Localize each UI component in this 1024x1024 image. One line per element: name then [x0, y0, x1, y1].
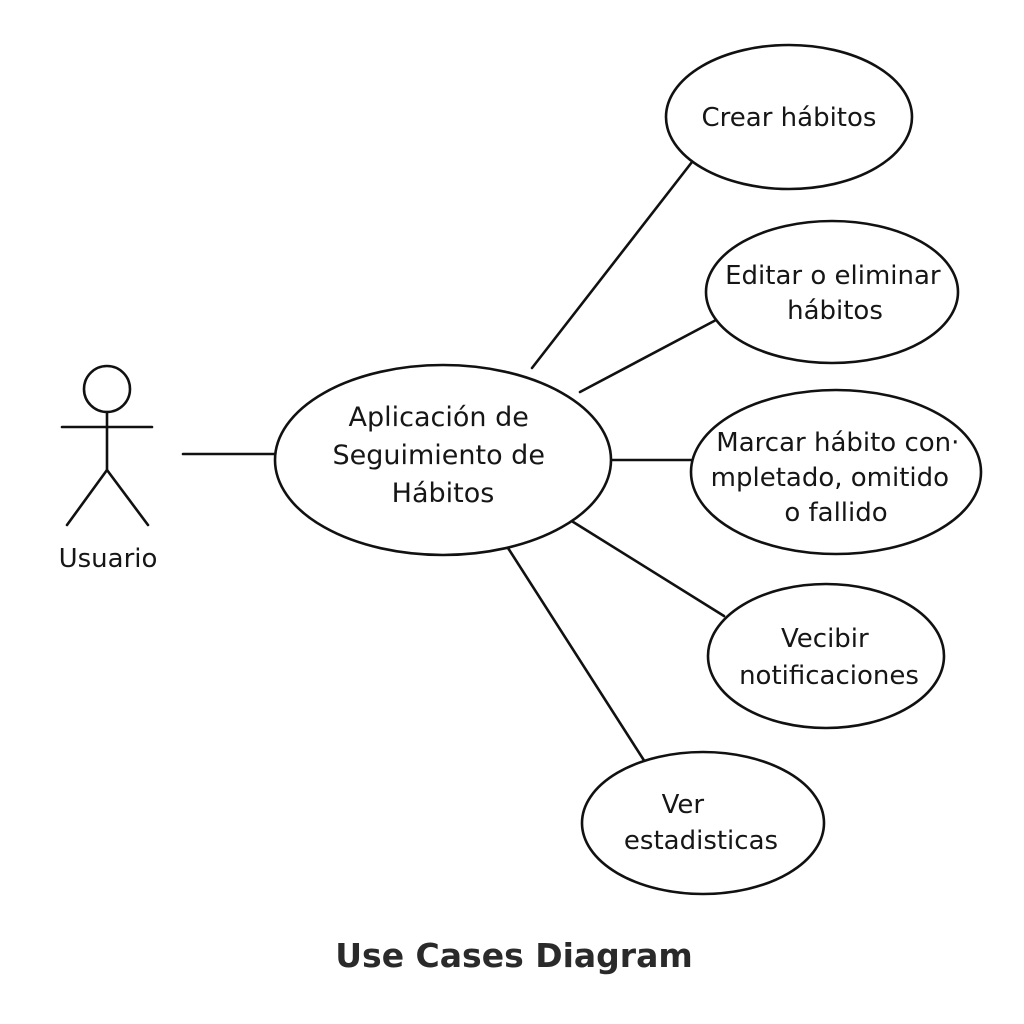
use-case-ver-estadisticas: Ver estadisticas: [580, 750, 826, 896]
connector-editar-eliminar-habitos: [578, 318, 718, 394]
connector-crear-habitos: [530, 160, 694, 370]
connector-recibir-notificaciones: [568, 518, 726, 618]
use-case-ellipse: [689, 388, 983, 556]
use-case-ellipse: [706, 582, 946, 730]
use-case-label-line: mpletado, omitido: [711, 463, 949, 493]
system-label-line: Aplicación de: [349, 402, 529, 433]
system-label-line: Hábitos: [392, 478, 495, 509]
system-ellipse: [273, 363, 613, 557]
use-case-label: Crear hábitos: [702, 103, 877, 133]
use-case-label-line: o fallido: [784, 498, 887, 528]
system-label: Aplicación de Seguimiento de Hábitos: [332, 402, 553, 509]
actor-name: Usuario: [59, 544, 158, 574]
use-case-label-line: Ver: [662, 790, 705, 820]
use-case-ellipse: [580, 750, 826, 896]
use-case-ellipse: [664, 43, 914, 191]
use-case-label: Ver estadisticas: [624, 790, 778, 856]
use-case-label-line: notificaciones: [739, 661, 919, 691]
use-case-marcar-habito: Marcar hábito con· mpletado, omitido o f…: [689, 388, 983, 556]
use-case-label-line: Vecibir: [781, 624, 869, 654]
use-case-label-line: hábitos: [787, 296, 883, 326]
stick-figure-icon: [60, 364, 154, 527]
use-case-label: Vecibir notificaciones: [739, 624, 919, 691]
use-case-editar-eliminar-habitos: Editar o eliminar hábitos: [704, 219, 960, 365]
use-case-label-line: Editar o eliminar: [725, 261, 941, 291]
use-case-label-line: estadisticas: [624, 826, 778, 856]
system-node: Aplicación de Seguimiento de Hábitos: [273, 363, 613, 557]
diagram-caption: Use Cases Diagram: [335, 936, 692, 975]
system-label-line: Seguimiento de: [332, 440, 544, 471]
connector-ver-estadisticas: [506, 546, 647, 764]
use-case-label: Marcar hábito con· mpletado, omitido o f…: [711, 428, 968, 528]
use-case-ellipse: [704, 219, 960, 365]
use-case-label: Editar o eliminar hábitos: [725, 261, 949, 326]
actor-usuario: Usuario: [59, 364, 158, 574]
use-case-crear-habitos: Crear hábitos: [664, 43, 914, 191]
use-case-recibir-notificaciones: Vecibir notificaciones: [706, 582, 946, 730]
use-case-label-line: Crear hábitos: [702, 103, 877, 133]
use-case-label-line: Marcar hábito con·: [716, 428, 959, 458]
